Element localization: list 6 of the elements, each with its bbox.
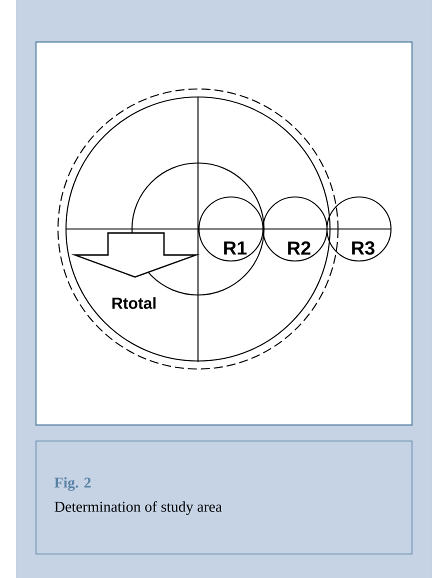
circle-node: R3 (326, 196, 392, 262)
caption-text: Determination of study area (54, 501, 222, 515)
circle-node: R1 (198, 196, 264, 262)
circle-node: R2 (262, 196, 328, 262)
figure-title: Fig. 2 (54, 477, 91, 491)
diagram-label: Rtotal (112, 297, 156, 309)
